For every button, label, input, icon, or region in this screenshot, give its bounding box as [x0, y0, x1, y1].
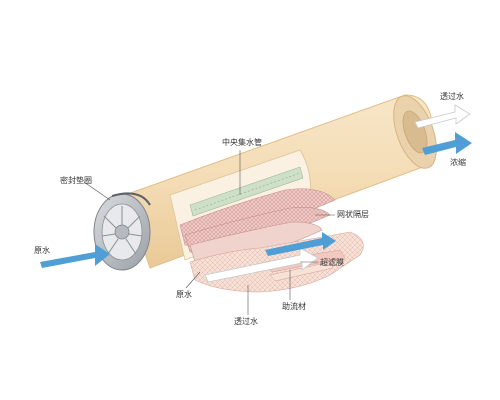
concentrate-arrow-right [422, 132, 472, 155]
label-concentrate: 浓缩 [450, 158, 466, 167]
label-permeate-bottom: 透过水 [234, 317, 258, 326]
permeate-arrow-right [414, 104, 471, 129]
feed-water-arrow-left [40, 244, 110, 268]
left-end-cap [93, 192, 151, 271]
mesh-spacer-layers [179, 188, 336, 265]
label-permeate-right: 透过水 [440, 92, 464, 101]
leader-lines [83, 150, 335, 315]
flow-arrow-sheet [265, 232, 336, 256]
feed-water-arrow-bottom [204, 247, 319, 283]
label-brine-seal: 密封垫圈 [60, 176, 92, 185]
label-membrane: 超滤膜 [320, 258, 344, 267]
label-mesh-spacer: 网状隔层 [337, 210, 369, 219]
label-center-tube: 中央集水管 [222, 138, 262, 147]
label-flow-aid: 助流材 [282, 302, 306, 311]
label-feed-water-bottom: 原水 [176, 290, 192, 299]
label-feed-water-left: 原水 [34, 246, 50, 255]
